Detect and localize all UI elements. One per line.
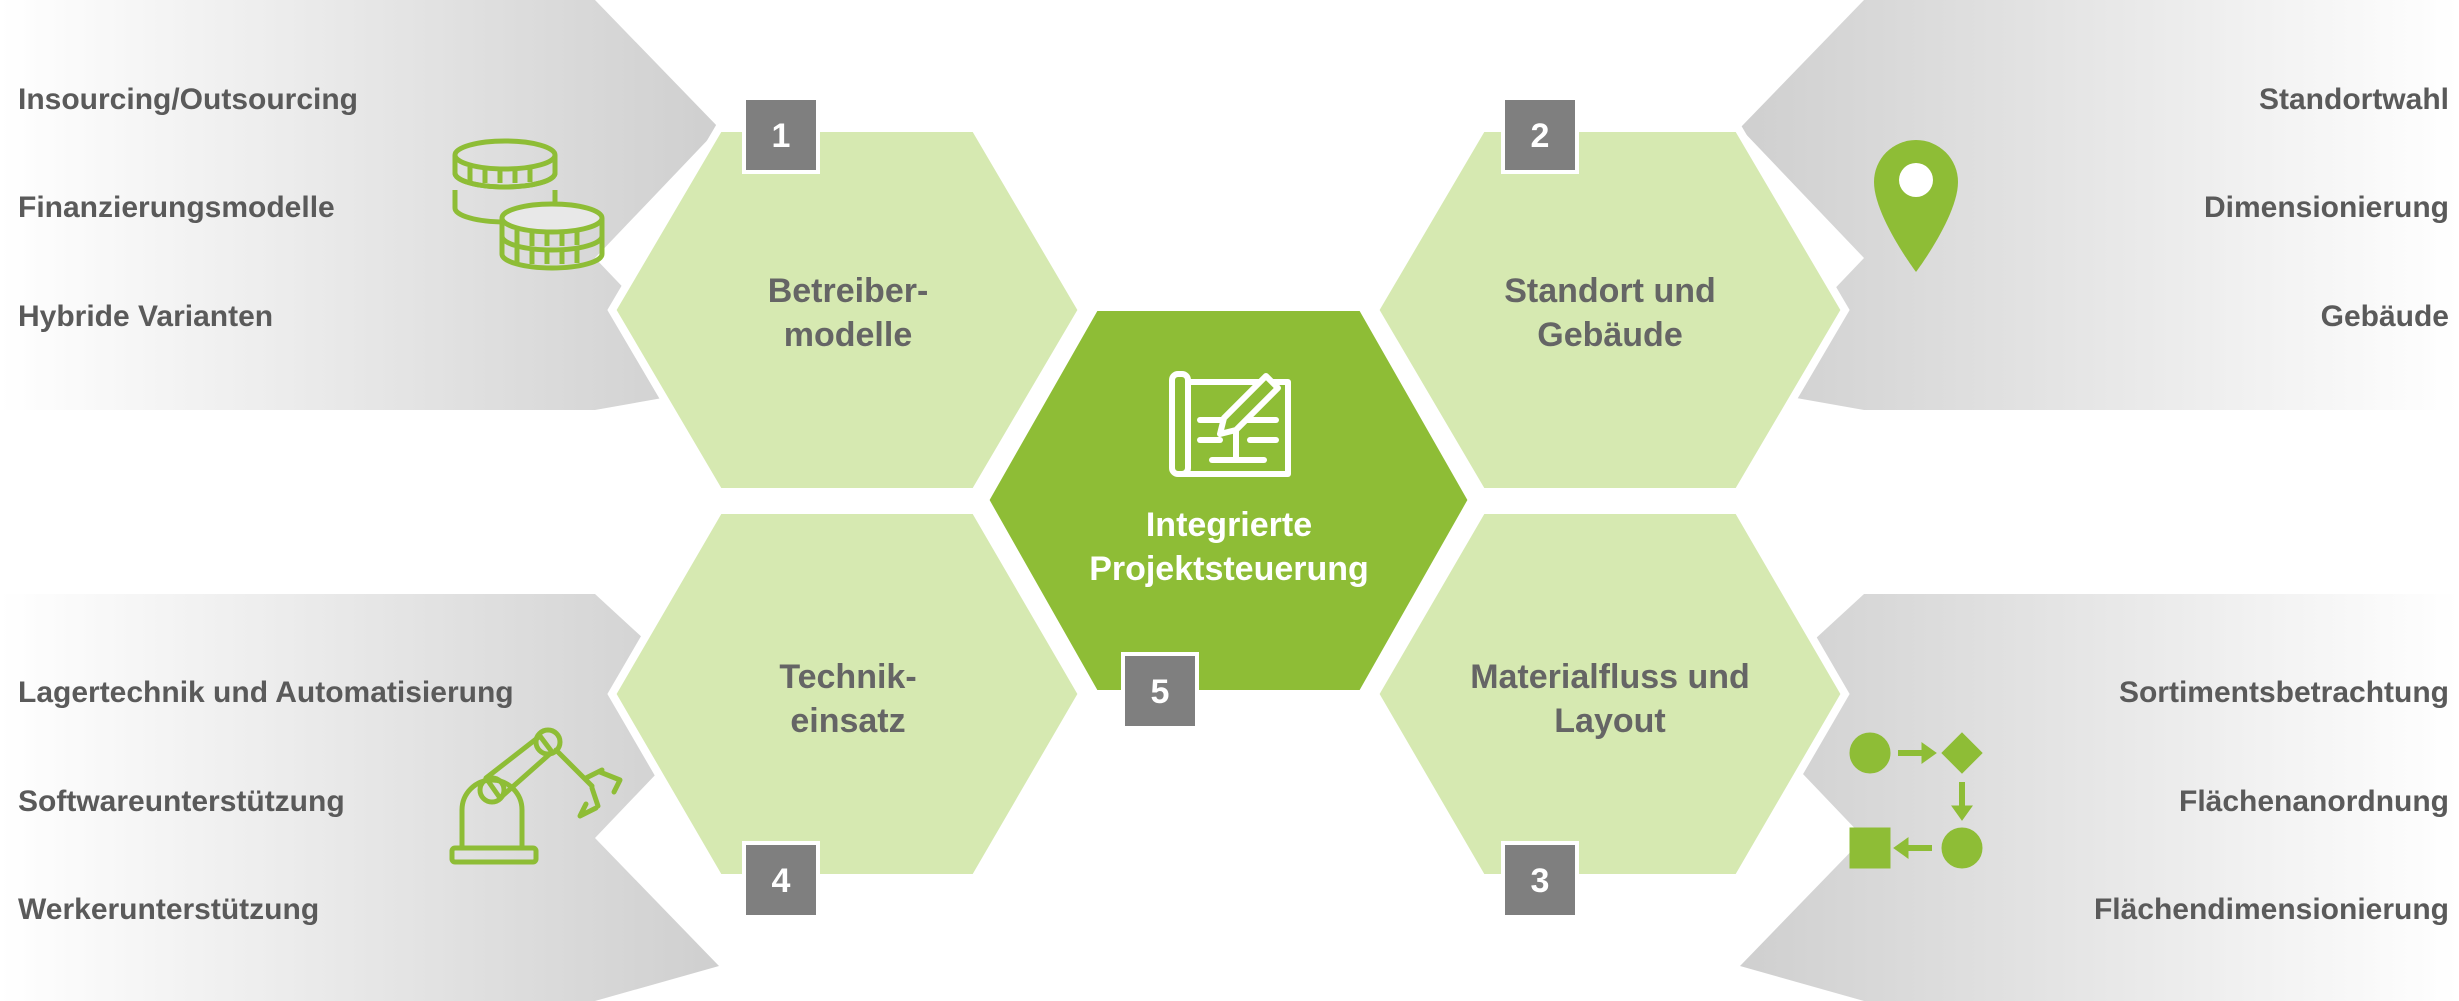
module-1-title-line2: modelle <box>784 316 912 354</box>
module-2-title-line1: Standort und <box>1504 272 1716 310</box>
module-1-item-1: Insourcing/Outsourcing <box>18 83 358 116</box>
hexagon-center <box>980 303 1477 698</box>
module-4-item-3: Werkerunterstützung <box>18 893 319 926</box>
badge-module-2: 2 <box>1501 96 1579 174</box>
badge-3-label: 3 <box>1531 862 1550 900</box>
badge-module-3: 3 <box>1501 841 1579 919</box>
robot-arm-icon <box>449 727 623 865</box>
module-1-title-line1: Betreiber- <box>768 272 929 310</box>
hexagon-module-3 <box>1370 506 1850 882</box>
module-4-item-2: Softwareunterstützung <box>18 785 345 818</box>
module-3-title-line2: Layout <box>1554 702 1665 740</box>
hexagon-module-1 <box>607 124 1087 496</box>
hexagon-module-2 <box>1370 124 1850 496</box>
banner-bottom-right <box>1740 594 2459 1001</box>
badge-module-1: 1 <box>742 96 820 174</box>
banner-top-left <box>0 0 719 410</box>
badge-center: 5 <box>1121 652 1199 730</box>
module-3-title-line1: Materialfluss und <box>1470 658 1750 696</box>
module-3-item-1: Sortimentsbetrachtung <box>2119 676 2449 709</box>
module-2-title-line2: Gebäude <box>1537 316 1682 354</box>
module-4-title-line1: Technik- <box>779 658 916 696</box>
module-2-item-1: Standortwahl <box>2259 83 2449 116</box>
center-title-line2: Projektsteuerung <box>1089 550 1369 588</box>
badge-module-4: 4 <box>742 841 820 919</box>
coins-icon <box>452 138 605 271</box>
badge-5-label: 5 <box>1151 673 1170 711</box>
flow-shapes-icon <box>1849 732 1983 869</box>
map-pin-icon <box>1874 140 1958 272</box>
badge-2-label: 2 <box>1531 117 1550 155</box>
module-3-item-3: Flächendimensionierung <box>2094 893 2449 926</box>
module-2-item-3: Gebäude <box>2321 300 2449 333</box>
module-4-item-1: Lagertechnik und Automatisierung <box>18 676 514 709</box>
module-2-item-2: Dimensionierung <box>2204 191 2449 224</box>
banner-top-right <box>1740 0 2459 410</box>
module-3-item-2: Flächenanordnung <box>2179 785 2449 818</box>
badge-1-label: 1 <box>772 117 791 155</box>
blueprint-pencil-icon <box>1169 371 1291 477</box>
module-1-item-2: Finanzierungsmodelle <box>18 191 335 224</box>
badge-4-label: 4 <box>772 862 791 900</box>
banner-bottom-left <box>0 594 719 1001</box>
center-title-line1: Integrierte <box>1146 506 1312 544</box>
module-1-item-3: Hybride Varianten <box>18 300 273 333</box>
module-4-title-line2: einsatz <box>790 702 905 740</box>
hexagon-module-4 <box>607 506 1087 882</box>
